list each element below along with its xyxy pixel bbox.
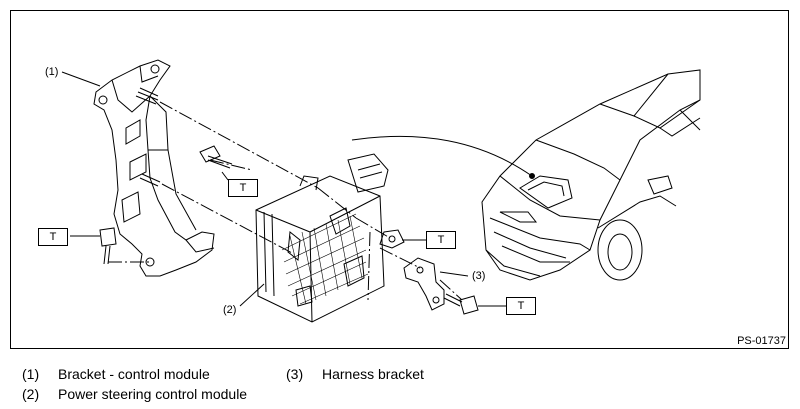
torque-box-harness: T bbox=[506, 297, 536, 315]
control-module-bracket bbox=[93, 59, 215, 277]
harness-bracket bbox=[403, 257, 445, 311]
legend-num-3: (3) bbox=[286, 366, 304, 382]
legend-label-3: Harness bracket bbox=[322, 366, 424, 382]
callout-2: (2) bbox=[223, 304, 237, 316]
torque-box-nut: T bbox=[426, 231, 456, 249]
legend-label-2: Power steering control module bbox=[58, 386, 248, 402]
nut-module bbox=[379, 229, 405, 249]
legend-label-1: Bracket - control module bbox=[58, 366, 210, 382]
vehicle-illustration bbox=[481, 69, 701, 281]
power-steering-control-module bbox=[255, 153, 389, 323]
bracket-studs bbox=[135, 87, 161, 187]
callout-1: (1) bbox=[45, 66, 59, 78]
callout-3: (3) bbox=[472, 270, 486, 282]
figure-id: PS-01737 bbox=[737, 335, 786, 347]
location-dot bbox=[529, 173, 535, 179]
torque-box-upper: T bbox=[228, 179, 258, 197]
bolt-lower-left bbox=[99, 227, 117, 265]
location-indicator-line bbox=[351, 135, 533, 177]
bolt-upper bbox=[199, 145, 233, 169]
diagram-frame bbox=[10, 10, 789, 349]
assembly-guide-lines bbox=[108, 101, 463, 301]
leader-torque-upper bbox=[221, 171, 229, 181]
leader-line-1 bbox=[61, 71, 101, 87]
leader-line-3 bbox=[439, 271, 469, 277]
torque-box-left: T bbox=[38, 228, 68, 246]
legend-num-1: (1) bbox=[22, 366, 40, 382]
legend-num-2: (2) bbox=[22, 386, 40, 402]
bolt-harness-bracket bbox=[443, 293, 479, 315]
leader-line-2 bbox=[239, 283, 265, 307]
